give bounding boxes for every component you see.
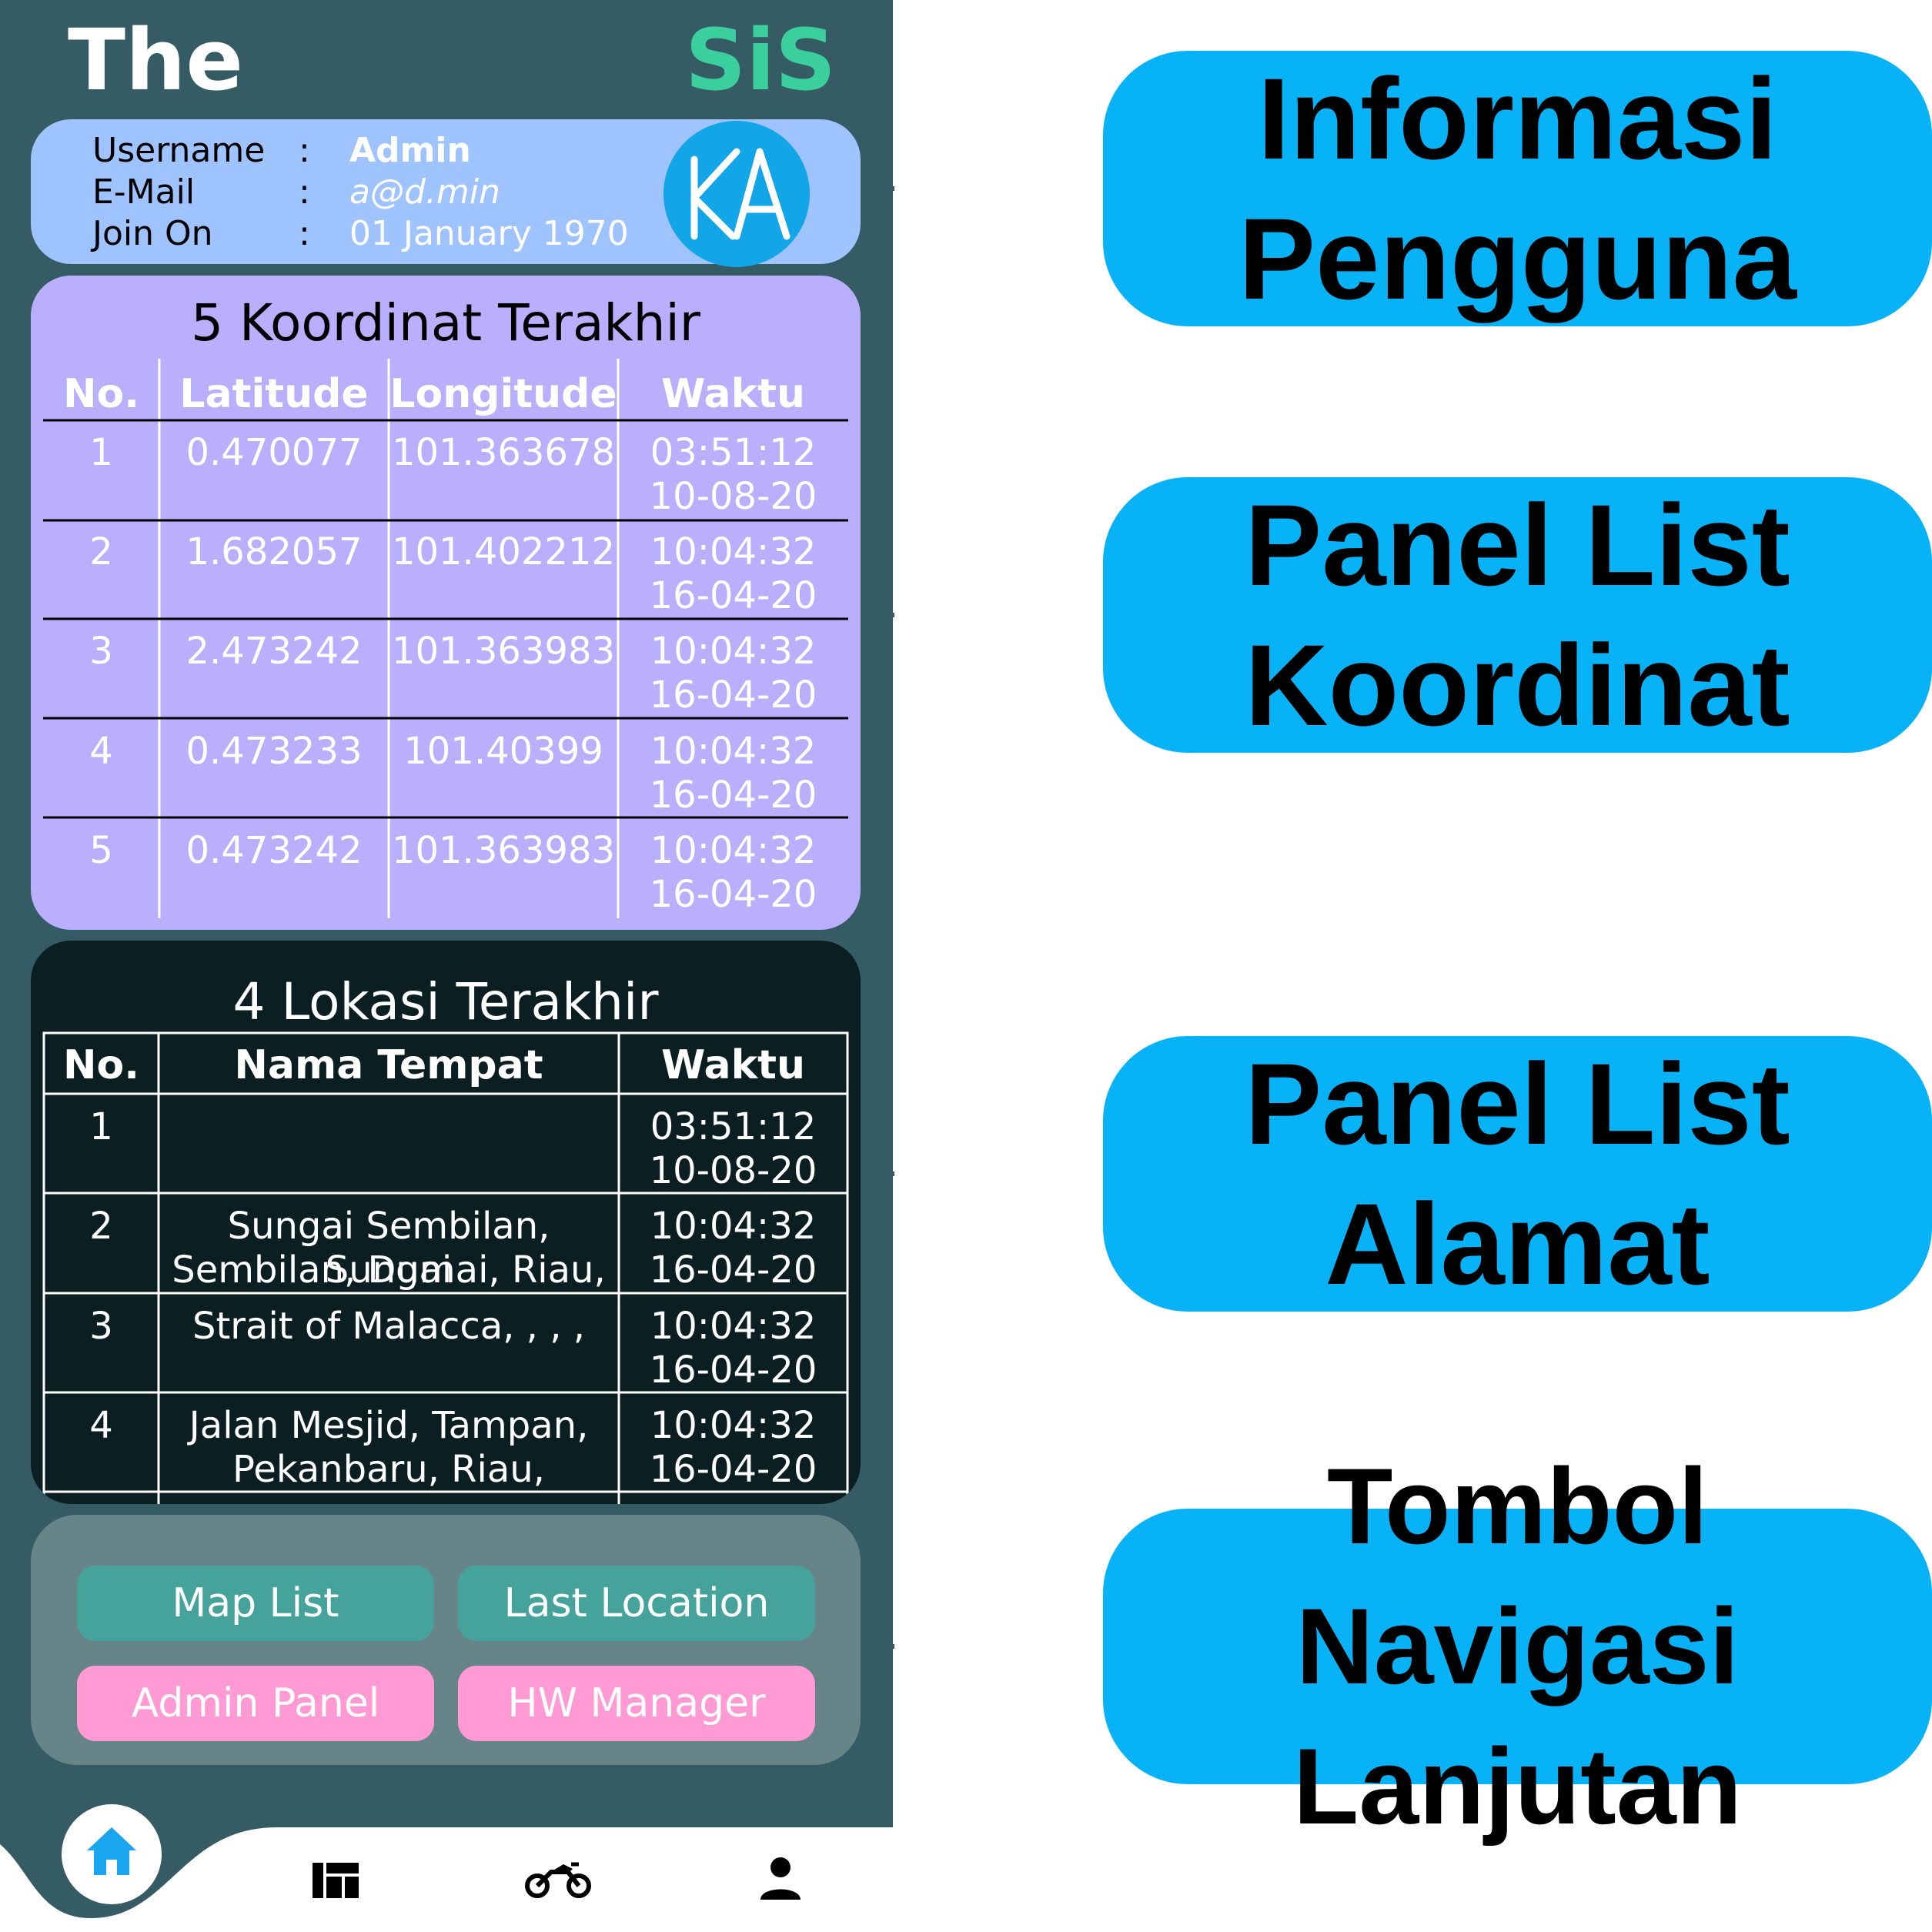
loc-row-3-time: 10:04:32 bbox=[650, 1305, 817, 1348]
coord-row-4-lon: 101.40399 bbox=[403, 730, 603, 773]
coord-row-1-lon: 101.363678 bbox=[391, 431, 616, 474]
ka-logo-avatar[interactable] bbox=[663, 121, 810, 267]
motorcycle-icon bbox=[525, 1862, 591, 1898]
loc-row-4-date: 16-04-20 bbox=[649, 1448, 817, 1491]
motorcycle-nav-button[interactable] bbox=[525, 1857, 591, 1903]
loc-row-4-place-line2: Pekanbaru, Riau, bbox=[232, 1448, 545, 1491]
loc-row-3-no: 3 bbox=[89, 1305, 113, 1348]
coord-row-1-date: 10-08-20 bbox=[649, 475, 817, 518]
coord-row-4-no: 4 bbox=[89, 730, 113, 773]
callout-user-info: Informasi Pengguna bbox=[1103, 51, 1932, 326]
coord-row-2-date: 16-04-20 bbox=[649, 574, 817, 617]
coord-header-longitude: Longitude bbox=[389, 371, 617, 417]
callout-address-list: Panel List Alamat bbox=[1103, 1036, 1932, 1312]
email-label: E-Mail bbox=[92, 172, 196, 212]
ka-logo-icon bbox=[663, 121, 810, 267]
callout-coordinate-list-text: Panel List Koordinat bbox=[1245, 480, 1790, 750]
person-icon bbox=[760, 1857, 801, 1900]
coord-row-4-time: 10:04:32 bbox=[650, 730, 817, 773]
loc-header-waktu: Waktu bbox=[660, 1042, 806, 1088]
admin-panel-button[interactable]: Admin Panel bbox=[77, 1666, 434, 1741]
user-info-card: Username : Admin E-Mail : a@d.min Join O… bbox=[31, 119, 861, 267]
loc-row-4-place-line1: Jalan Mesjid, Tampan, bbox=[189, 1404, 589, 1447]
loc-row-2-date: 16-04-20 bbox=[649, 1248, 817, 1292]
coord-row-2-no: 2 bbox=[89, 530, 113, 573]
coord-row-5-date: 16-04-20 bbox=[649, 873, 817, 916]
loc-row-2-place-line2: Sembilan, Dumai, Riau, bbox=[172, 1248, 606, 1292]
loc-row-4-time: 10:04:32 bbox=[650, 1404, 817, 1447]
map-list-button[interactable]: Map List bbox=[77, 1566, 434, 1641]
join-label: Join On bbox=[92, 214, 213, 253]
coord-panel-title: 5 Koordinat Terakhir bbox=[191, 293, 700, 353]
advanced-navigation-panel: Map List Last Location Admin Panel HW Ma… bbox=[31, 1515, 861, 1765]
coord-row-3-lon: 101.363983 bbox=[391, 630, 616, 673]
coord-row-1-lat: 0.470077 bbox=[186, 431, 363, 474]
coord-row-5-no: 5 bbox=[89, 829, 113, 872]
username-colon: : bbox=[299, 131, 310, 170]
loc-panel-title: 4 Lokasi Terakhir bbox=[232, 972, 659, 1031]
callout-pointer bbox=[884, 613, 894, 617]
email-colon: : bbox=[299, 172, 310, 212]
loc-table-grid bbox=[42, 1031, 849, 1504]
coord-row-2-time: 10:04:32 bbox=[650, 530, 817, 573]
join-colon: : bbox=[299, 214, 310, 253]
coord-row-1-no: 1 bbox=[89, 431, 113, 474]
coord-row-3-time: 10:04:32 bbox=[650, 630, 817, 673]
join-value: 01 January 1970 bbox=[349, 214, 629, 253]
loc-row-2-no: 2 bbox=[89, 1205, 113, 1248]
callout-coordinate-list: Panel List Koordinat bbox=[1103, 477, 1932, 753]
coord-row-3-lat: 2.473242 bbox=[186, 630, 363, 673]
coord-row-5-time: 10:04:32 bbox=[650, 829, 817, 872]
profile-nav-button[interactable] bbox=[757, 1855, 804, 1904]
loc-row-3-date: 16-04-20 bbox=[649, 1349, 817, 1392]
coord-row-4-date: 16-04-20 bbox=[649, 774, 817, 817]
loc-row-4-no: 4 bbox=[89, 1404, 113, 1447]
callout-navigation-buttons: Tombol Navigasi Lanjutan bbox=[1103, 1446, 1932, 1847]
loc-row-3-place: Strait of Malacca, , , , bbox=[192, 1305, 585, 1348]
loc-row-1-date: 10-08-20 bbox=[649, 1149, 817, 1192]
coord-header-latitude: Latitude bbox=[179, 371, 369, 417]
coord-row-4-lat: 0.473233 bbox=[186, 730, 363, 773]
coord-row-2-lon: 101.402212 bbox=[391, 530, 616, 573]
dashboard-nav-button[interactable] bbox=[313, 1861, 360, 1903]
home-nav-button[interactable] bbox=[62, 1804, 162, 1904]
phone-screen: The SiS Username : Admin E-Mail : a@d.mi… bbox=[0, 0, 893, 1932]
callout-pointer bbox=[884, 1172, 894, 1176]
callout-pointer bbox=[884, 1644, 894, 1649]
coord-row-1-time: 03:51:12 bbox=[650, 431, 817, 474]
loc-header-no: No. bbox=[63, 1042, 139, 1088]
home-icon bbox=[87, 1827, 136, 1875]
email-value: a@d.min bbox=[349, 172, 500, 212]
dashboard-icon bbox=[313, 1863, 359, 1898]
loc-header-place: Nama Tempat bbox=[234, 1042, 543, 1088]
loc-row-2-time: 10:04:32 bbox=[650, 1205, 817, 1248]
callout-navigation-buttons-text: Tombol Navigasi Lanjutan bbox=[1292, 1446, 1743, 1847]
loc-row-1-no: 1 bbox=[89, 1105, 113, 1148]
coord-table-grid bbox=[43, 359, 848, 918]
username-value: Admin bbox=[349, 131, 471, 170]
callout-pointer bbox=[884, 186, 894, 191]
coordinate-list-panel: 5 Koordinat Terakhir No. Latitude Longit… bbox=[31, 276, 861, 930]
coord-row-3-date: 16-04-20 bbox=[649, 674, 817, 717]
coord-header-no: No. bbox=[63, 371, 139, 417]
callout-user-info-text: Informasi Pengguna bbox=[1238, 54, 1797, 323]
app-title-the: The bbox=[68, 11, 243, 109]
coord-row-2-lat: 1.682057 bbox=[186, 530, 363, 573]
username-label: Username bbox=[92, 131, 266, 170]
loc-row-1-time: 03:51:12 bbox=[650, 1105, 817, 1148]
app-title-sis: SiS bbox=[685, 11, 837, 109]
callout-address-list-text: Panel List Alamat bbox=[1245, 1039, 1790, 1309]
last-location-button[interactable]: Last Location bbox=[458, 1566, 815, 1641]
coord-header-waktu: Waktu bbox=[660, 371, 806, 417]
address-list-panel: 4 Lokasi Terakhir No. Nama Tempat Waktu … bbox=[31, 941, 861, 1504]
coord-row-5-lat: 0.473242 bbox=[186, 829, 363, 872]
loc-row-2-place-line1: Sungai Sembilan, Sungai bbox=[227, 1205, 550, 1292]
coord-row-5-lon: 101.363983 bbox=[391, 829, 616, 872]
hw-manager-button[interactable]: HW Manager bbox=[458, 1666, 815, 1741]
coord-row-3-no: 3 bbox=[89, 630, 113, 673]
